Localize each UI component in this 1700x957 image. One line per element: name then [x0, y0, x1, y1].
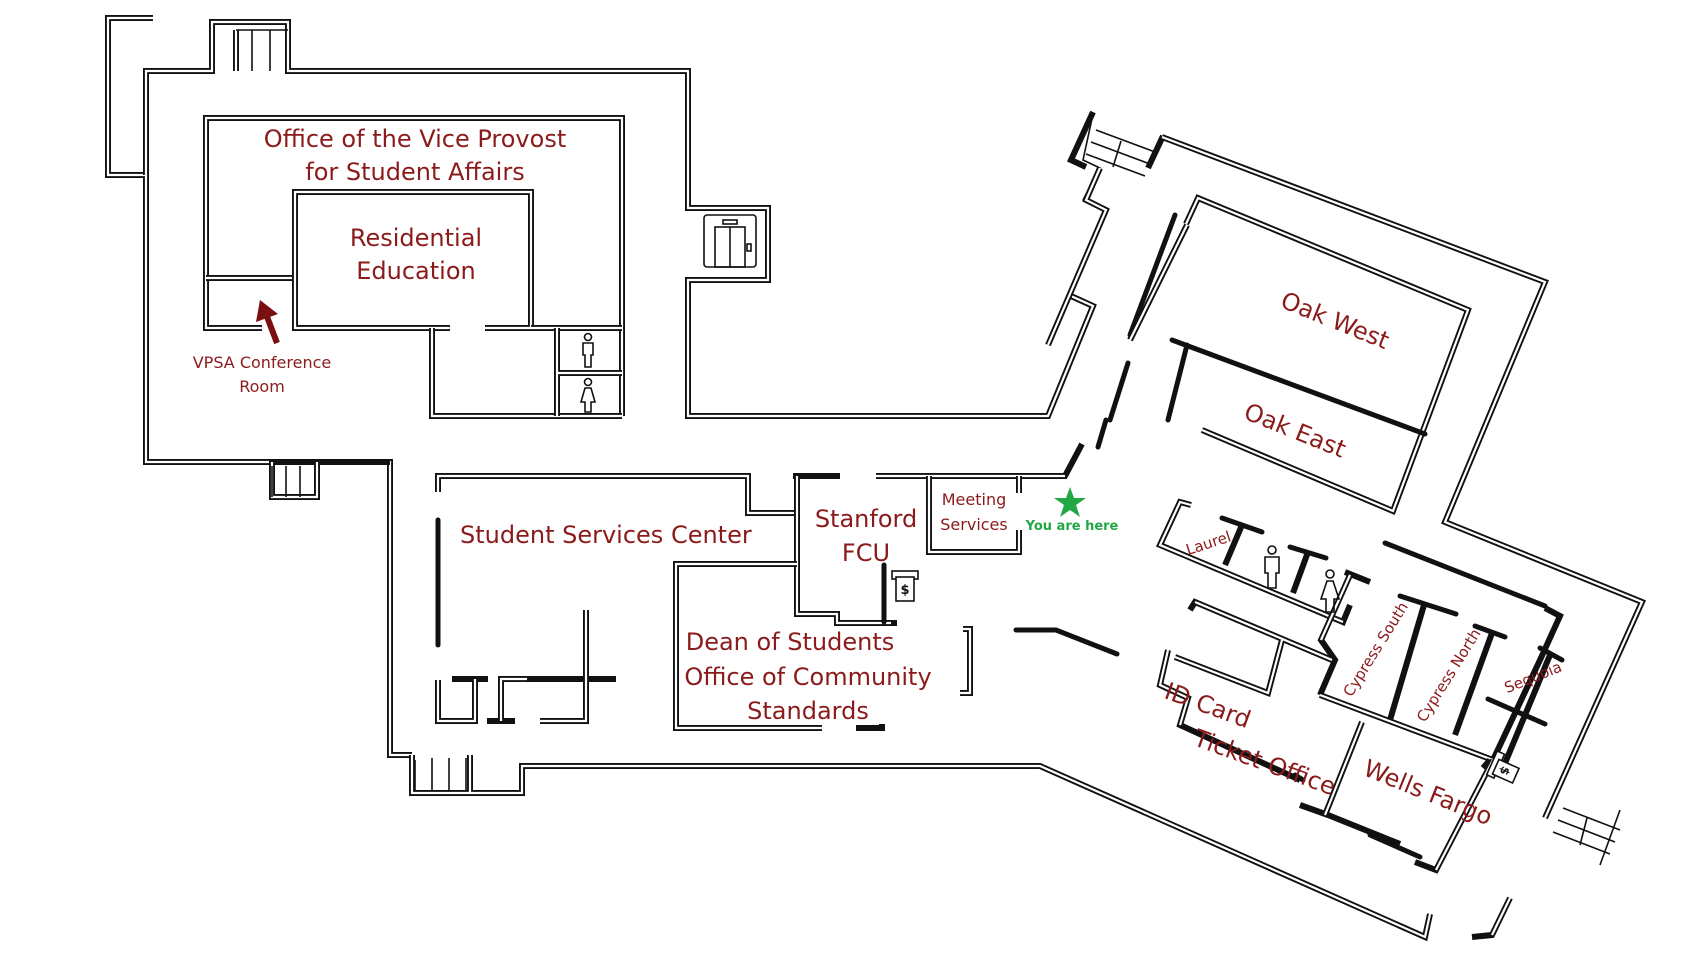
room-label: Office of Community — [684, 663, 931, 691]
atm-icon: $ — [891, 570, 919, 602]
room-label: Standards — [747, 697, 869, 725]
room-label: Student Services Center — [460, 521, 752, 549]
room-stanford-fcu[interactable]: Stanford FCU — [815, 505, 917, 567]
room-label: FCU — [842, 539, 890, 567]
room-vpsa-office[interactable]: Office of the Vice Provost for Student A… — [264, 125, 566, 186]
room-label: Laurel — [1184, 528, 1234, 559]
atm-icon: $ — [1485, 749, 1521, 785]
vpsa-office-walls — [203, 115, 625, 419]
arrow-up-icon — [256, 300, 280, 345]
room-label: VPSA Conference — [193, 353, 332, 372]
room-vpsa-conference[interactable]: VPSA Conference Room — [193, 353, 332, 396]
room-residential-education[interactable]: Residential Education — [350, 224, 482, 285]
atm-symbol: $ — [900, 583, 909, 598]
mens-restroom-icon — [1264, 545, 1280, 589]
room-dean-of-students[interactable]: Dean of Students Office of Community Sta… — [684, 628, 931, 725]
room-label: Residential — [350, 224, 482, 252]
star-icon — [1054, 487, 1086, 517]
womens-restroom-icon — [1319, 569, 1341, 613]
outer-wall-south — [269, 459, 390, 500]
room-laurel[interactable]: Laurel — [1184, 528, 1234, 559]
room-label: Ticket Office — [1189, 724, 1339, 802]
you-are-here-marker: You are here — [1025, 487, 1119, 534]
room-oak-west[interactable]: Oak West — [1277, 286, 1393, 355]
room-label: Dean of Students — [686, 628, 895, 656]
room-label: for Student Affairs — [305, 158, 524, 186]
room-label: Oak West — [1277, 286, 1393, 355]
room-label: Stanford — [815, 505, 917, 533]
womens-restroom-icon — [579, 377, 597, 413]
room-student-services-center[interactable]: Student Services Center — [460, 521, 752, 549]
you-are-here-label: You are here — [1025, 519, 1119, 534]
room-label: Office of the Vice Provost — [264, 125, 566, 153]
student-services-walls — [435, 442, 1120, 731]
mens-restroom-icon — [582, 332, 594, 368]
east-building-walls — [1045, 110, 1647, 940]
room-label: Education — [356, 257, 475, 285]
room-id-card-ticket-office[interactable]: ID Card Ticket Office — [1161, 677, 1339, 801]
room-meeting-services[interactable]: Meeting Services — [940, 490, 1007, 534]
elevator-icon[interactable] — [703, 214, 757, 268]
room-label: ID Card — [1161, 677, 1255, 734]
stairs-icon — [236, 29, 467, 790]
room-label: Services — [940, 515, 1007, 534]
west-building-walls — [105, 15, 1433, 942]
room-label: Meeting — [942, 490, 1007, 509]
room-label: Room — [239, 377, 285, 396]
